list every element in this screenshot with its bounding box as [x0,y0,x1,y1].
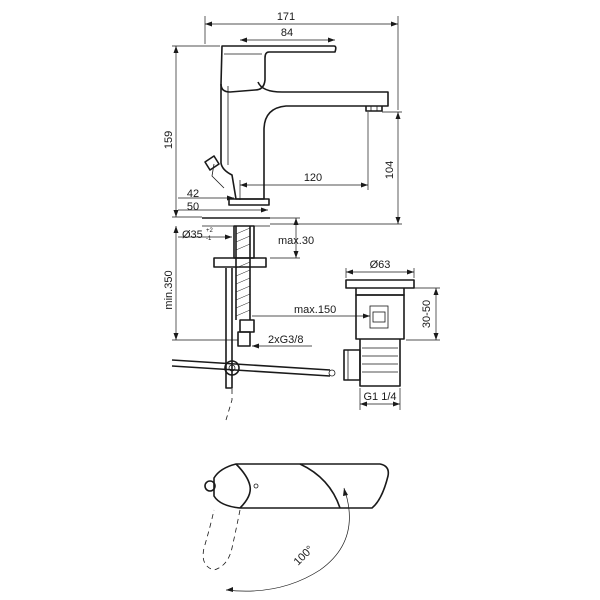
faucet-base [228,198,270,206]
waste-drain [343,279,415,387]
label-total-width: 171 [277,11,295,23]
label-spout-height: 104 [384,161,396,179]
faucet-body [220,81,389,200]
faucet-top-view [202,463,390,592]
label-spout-reach: 120 [304,172,322,184]
label-waste-height: 30-50 [421,300,433,328]
dimension-lines [172,16,440,410]
waste-body [355,294,405,340]
label-deck-thickness: max.30 [278,235,314,247]
label-pull-rod: max.150 [294,304,336,316]
label-hole-tol-minus: -1 [206,236,212,242]
rotated-lever [202,509,241,571]
label-rotation-angle: 100° [292,544,317,569]
label-waste-thread: G1 1/4 [363,391,396,403]
rotation-arc [225,487,350,592]
waste-flange [345,279,415,289]
label-connection: 2xG3/8 [268,334,303,346]
lever-handle [220,45,337,93]
pull-rod-knob [204,155,220,171]
fixing-nut [213,257,267,268]
label-hole-tol-plus: +2 [206,228,214,234]
label-hole-diameter: Ø35 [182,229,203,241]
faucet-side-view [171,45,389,421]
label-hose-length: min.350 [163,270,175,309]
label-base-42: 42 [187,188,199,200]
label-lever-width: 84 [281,27,293,39]
label-total-height: 159 [163,131,175,149]
pull-bar [171,359,331,377]
pull-rod [225,268,233,389]
label-waste-diameter: Ø63 [370,259,391,271]
flexible-hose [235,226,251,320]
label-base-50: 50 [187,201,199,213]
dimension-labels: 171 84 159 104 120 42 50 Ø35 +2 -1 max.3… [163,11,433,568]
top-view-body [213,463,390,509]
